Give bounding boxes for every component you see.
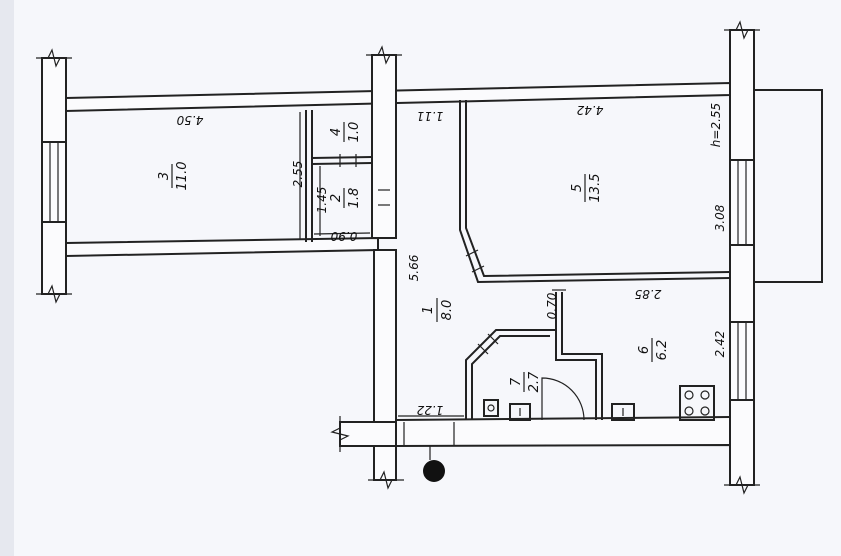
wall-left: [41, 57, 67, 295]
kitchen-partition-1: [555, 292, 597, 420]
room-6-number: 6: [637, 346, 652, 354]
wall-entry-left: [339, 421, 397, 447]
break-mark-entry-bottom: [368, 470, 404, 490]
dim-242: 2.42: [713, 331, 727, 358]
dim-line-090: [313, 232, 371, 235]
dim-308: 3.08: [713, 204, 727, 231]
room-1-number: 1: [421, 306, 436, 314]
room5-west-wall-1: [459, 100, 731, 284]
room-4-area: 1.0: [347, 122, 362, 143]
wall-center: [371, 54, 397, 239]
break-mark-entry-left: [330, 416, 350, 452]
stove: [679, 385, 715, 421]
break-mark-center-top: [366, 45, 402, 65]
dim-566: 5.66: [407, 254, 421, 281]
sink-fixture: [483, 399, 499, 417]
dim-111: 1.11: [417, 109, 444, 123]
stove-burner-1: [684, 390, 694, 400]
balcony-outline: [754, 89, 823, 283]
bathroom-door-tick-1: [477, 343, 489, 355]
room-5-number: 5: [570, 184, 585, 192]
window-right-lower: [729, 321, 755, 401]
room-2-area: 1.8: [347, 188, 362, 209]
dim-450: 4.50: [176, 113, 203, 127]
door-room5-tick-1: [465, 249, 479, 257]
ceiling-height: h=2.55: [709, 103, 723, 147]
paper-edge-shadow: [0, 0, 14, 556]
room-2-number: 2: [329, 194, 344, 202]
bathroom-door-swing: [541, 377, 585, 421]
bathroom-wall-1: [465, 329, 556, 420]
room-3-number: 3: [157, 172, 172, 180]
door-room5-tick-2: [471, 265, 485, 273]
partition-room4-2-2: [311, 162, 373, 165]
break-mark-right-top: [724, 20, 760, 40]
kitchen-sink-fixture: [611, 403, 635, 421]
bathroom-wall-2: [471, 335, 550, 420]
gas-riser: [423, 460, 445, 482]
room-4-number: 4: [329, 128, 344, 136]
bathroom-door-tick-2: [487, 333, 499, 345]
break-mark-right-bottom: [724, 475, 760, 495]
break-mark-left-bottom: [36, 284, 72, 304]
dim-285: 2.85: [635, 287, 662, 301]
bath-fixture: [509, 403, 531, 421]
kitchen-partition-2: [561, 292, 603, 420]
partition-room4-2-1: [311, 156, 373, 159]
window-left: [41, 141, 67, 223]
dim-442: 4.42: [577, 103, 604, 117]
wall-right: [729, 29, 755, 486]
dim-070: 0.70: [545, 292, 559, 319]
break-mark-left-top: [36, 48, 72, 68]
window-right-upper: [729, 159, 755, 246]
wall-center-lower: [373, 249, 397, 423]
stove-burner-3: [684, 406, 694, 416]
room-1-area: 8.0: [440, 300, 455, 321]
dim-122: 1.22: [417, 403, 444, 417]
stove-burner-2: [700, 390, 710, 400]
dim-090: 0.90: [330, 229, 357, 243]
dim-145: 1.45: [315, 187, 329, 214]
room-5-area: 13.5: [588, 174, 603, 203]
room-6-area: 6.2: [655, 340, 670, 361]
dim-255: 2.55: [291, 161, 305, 188]
room-7-area: 2.7: [527, 371, 542, 392]
room-3-area: 11.0: [175, 162, 190, 191]
sink-drain: [487, 404, 495, 412]
room-7-number: 7: [509, 377, 524, 386]
stove-burner-4: [700, 406, 710, 416]
